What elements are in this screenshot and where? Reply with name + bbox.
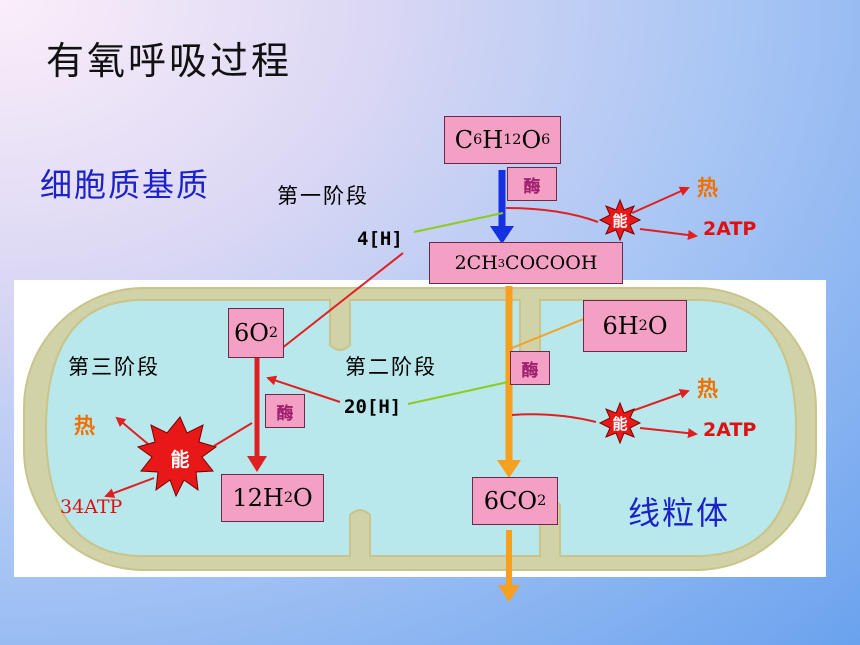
atp-label-3: 34ATP bbox=[60, 496, 123, 518]
hydrogen-4-label: 4[H] bbox=[357, 228, 403, 250]
atp-arrow-1 bbox=[639, 228, 698, 240]
green-line-water bbox=[511, 317, 587, 349]
atp-label-1: 2ATP bbox=[703, 218, 757, 240]
orange-arrow2-head bbox=[498, 585, 520, 602]
enzyme-box-2: 酶 bbox=[510, 351, 550, 385]
hydrogen-to-oxygen-arrow bbox=[270, 252, 404, 358]
heat-label-2: 热 bbox=[697, 376, 718, 401]
energy-burst-1 bbox=[598, 198, 642, 242]
cytoplasm-label: 细胞质基质 bbox=[40, 166, 211, 204]
page-title: 有氧呼吸过程 bbox=[46, 39, 293, 83]
heat-arrow-1 bbox=[631, 186, 690, 214]
heat-label-3: 热 bbox=[74, 413, 95, 438]
stage3-atp-arrow bbox=[104, 477, 155, 498]
green-line-20h bbox=[407, 381, 509, 405]
energy-curve-2 bbox=[511, 413, 597, 423]
stage3-energy-line bbox=[213, 422, 253, 447]
atp-label-2: 2ATP bbox=[703, 419, 757, 441]
hydrogen20-arrow bbox=[266, 375, 341, 403]
energy-text-1: 能 bbox=[612, 211, 628, 230]
enzyme-box-3: 酶 bbox=[265, 394, 305, 428]
orange-arrow-head bbox=[497, 460, 521, 478]
energy-burst-2 bbox=[598, 401, 642, 445]
energy-text-2: 能 bbox=[612, 414, 628, 433]
atp-arrow-2 bbox=[639, 427, 698, 439]
energy-burst-3 bbox=[136, 416, 218, 498]
enzyme-box-1: 酶 bbox=[507, 167, 557, 201]
stage-one-label: 第一阶段 bbox=[277, 184, 369, 208]
energy-text-3: 能 bbox=[170, 448, 190, 471]
stage-two-label: 第二阶段 bbox=[345, 355, 437, 379]
hydrogen-20-label: 20[H] bbox=[344, 396, 402, 418]
mitochondria-label: 线粒体 bbox=[628, 494, 731, 532]
energy-curve-1 bbox=[505, 207, 599, 223]
stage3-heat-arrow bbox=[115, 416, 149, 445]
stage-three-label: 第三阶段 bbox=[68, 355, 160, 379]
heat-label-1: 热 bbox=[697, 175, 718, 200]
heat-arrow-2 bbox=[631, 388, 690, 412]
oxygen-to-water-head bbox=[247, 456, 267, 472]
green-line-4h bbox=[413, 212, 504, 233]
blue-arrow-head bbox=[490, 226, 514, 244]
